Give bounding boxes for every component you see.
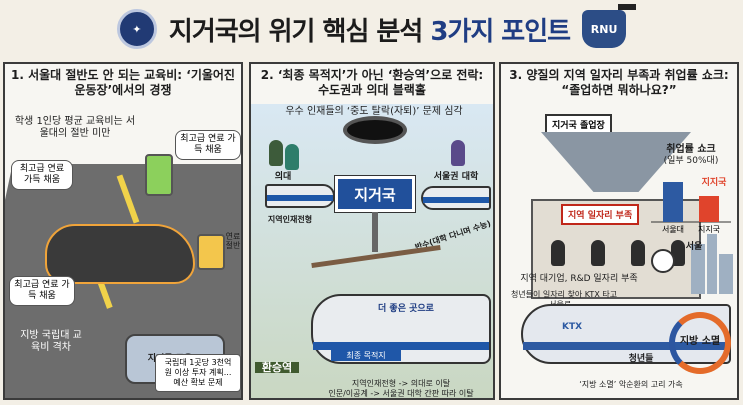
label-medical-school: 의대: [274, 172, 292, 182]
train-destination-sign: 최종 목적지: [331, 350, 401, 361]
graduate-icon: [631, 240, 645, 266]
black-hole-icon: [347, 120, 403, 140]
bottom-line-1: 지역인재전형 -> 의대로 이탈: [351, 379, 451, 388]
page-title: 지거국의 위기 핵심 분석 3가지 포인트: [168, 11, 571, 48]
clock-icon: [651, 249, 675, 273]
ktx-label: KTX: [561, 322, 583, 332]
chart-category-label: 서울대: [662, 225, 684, 234]
train-side-label: 더 좋은 곳으로: [378, 304, 434, 314]
panel2-note: 우수 인재들의 ‘중도 탈락(자퇴)’ 문제 심각: [285, 106, 463, 117]
rnu-text: RNU: [590, 22, 618, 36]
train-right-icon: [421, 186, 491, 210]
cycle-arrow-icon: [669, 312, 731, 374]
panel3-heading: 3. 양질의 지역 일자리 부족과 취업률 쇼크: “졸업하면 뭐하나요?”: [509, 68, 729, 97]
label-local-quota: 지역인재전형: [267, 215, 313, 224]
label-youth: 청년들: [628, 354, 654, 364]
student-icon: [451, 140, 465, 166]
funnel-label: 지거국 졸업장: [545, 114, 612, 135]
panel1-note: 학생 1인당 평균 교육비는 서울대의 절반 미만: [14, 116, 136, 139]
student-icon: [285, 144, 299, 170]
cycle-label: 지방 소멸: [679, 336, 721, 347]
panel-job-shortage: 3. 양질의 지역 일자리 부족과 취업률 쇼크: “졸업하면 뭐하나요?” 지…: [499, 62, 739, 400]
chart-bar-0: [663, 182, 683, 222]
job-shortage-label: 지역 일자리 부족: [561, 204, 640, 225]
train-left-icon: [265, 184, 335, 208]
header: ✦ 지거국의 위기 핵심 분석 3가지 포인트 RNU: [0, 0, 743, 58]
bubble-fuel-bottom: 최고급 연료 가득 채움: [9, 276, 75, 306]
chart-subtitle: (일부 50%대): [663, 156, 719, 166]
panel-education-cost: 1. 서울대 절반도 안 되는 교육비: ‘기울어진 운동장’에서의 경쟁 학생…: [3, 62, 243, 400]
title-main: 지거국의 위기 핵심 분석: [168, 16, 431, 47]
panel-transfer-station: 2. ‘최종 목적지’가 아닌 ‘환승역’으로 전락: 수도권과 의대 블랙홀 …: [249, 62, 495, 400]
station-sign: 지거국: [334, 175, 416, 213]
fuel-tank-full-icon: [145, 154, 173, 196]
station-label: 환승역: [255, 362, 299, 373]
bar-chart-svg: 서울대 지지국: [651, 182, 731, 234]
cycle-note: ‘지방 소멸’ 악순환의 고리 가속: [579, 380, 683, 389]
rnu-badge-icon: RNU: [582, 4, 637, 48]
skyscraper-icon: [719, 254, 733, 294]
university-emblem-icon: ✦: [116, 9, 157, 49]
fuel-tank-half-icon: [197, 234, 225, 270]
title-highlight: 3가지 포인트: [430, 16, 571, 47]
student-icon: [269, 140, 283, 166]
chart-title: 취업률 쇼크: [666, 144, 716, 155]
bubble-fuel-left: 최고급 연료 가득 채움: [11, 160, 73, 190]
bubble-fuel-right: 최고급 연료 가득 채움: [175, 130, 241, 160]
bottom-note: 국립대 1곳당 3천억 원 이상 투자 계획... 예산 확보 문제: [155, 354, 241, 392]
label-seoul: 서울: [685, 242, 703, 252]
luxury-car-icon: [45, 224, 195, 284]
employment-chart: 취업률 쇼크 (일부 50%대) 서울대 지지국: [647, 144, 735, 234]
chart-bar-1: [699, 196, 719, 222]
tank-half-label: 연료 절반: [225, 232, 241, 250]
crack-label: 지방 국립대 교육비 격차: [20, 330, 82, 353]
graduate-icon: [551, 240, 565, 266]
note-jobs: 지역 대기업, R&D 일자리 부족: [520, 274, 638, 284]
skyscraper-icon: [691, 244, 705, 294]
chart-category-label: 지지국: [698, 225, 720, 234]
skyscraper-icon: [707, 234, 717, 294]
bottom-line-2: 인문/이공계 -> 서울권 대학 간판 따라 이탈: [328, 389, 474, 398]
label-seoul-university: 서울권 대학: [433, 172, 479, 182]
sign-post: [372, 212, 378, 252]
panel1-heading: 1. 서울대 절반도 안 되는 교육비: ‘기울어진 운동장’에서의 경쟁: [11, 68, 235, 97]
graduation-cap-icon: [618, 4, 637, 10]
panel2-heading: 2. ‘최종 목적지’가 아닌 ‘환승역’으로 전락: 수도권과 의대 블랙홀: [260, 68, 484, 97]
chart-tag: 지지국: [701, 178, 727, 188]
graduate-icon: [591, 240, 605, 266]
